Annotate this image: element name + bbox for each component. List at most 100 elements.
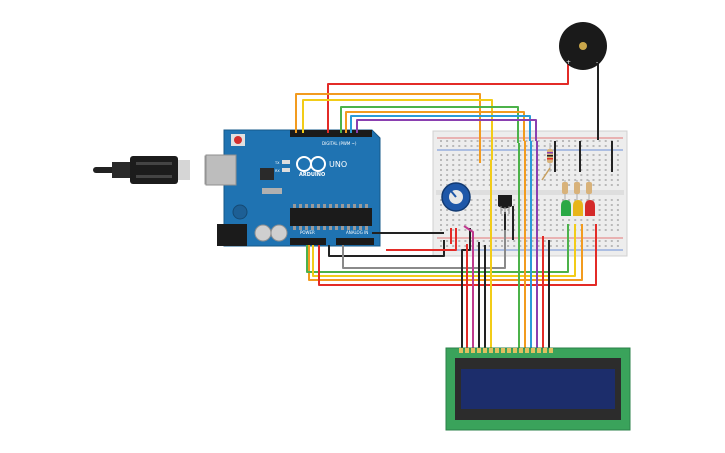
breadboard-hole (592, 219, 595, 221)
breadboard-hole (519, 164, 522, 166)
breadboard-hole (543, 145, 546, 147)
breadboard-hole (580, 154, 583, 156)
breadboard-hole (568, 145, 571, 147)
breadboard-hole (519, 224, 522, 226)
breadboard-hole (476, 219, 479, 221)
breadboard-hole (446, 140, 449, 142)
breadboard-hole (604, 219, 607, 221)
breadboard-hole (531, 224, 534, 226)
breadboard-hole (464, 214, 467, 216)
digital-header (290, 130, 372, 137)
breadboard-hole (446, 219, 449, 221)
breadboard-hole (537, 214, 540, 216)
breadboard-hole (592, 245, 595, 247)
breadboard-hole (543, 140, 546, 142)
breadboard-hole (513, 145, 516, 147)
breadboard-hole (501, 154, 503, 156)
breadboard-hole (537, 209, 540, 211)
breadboard-hole (494, 224, 497, 226)
wire-purple-top (356, 119, 537, 141)
breadboard-hole (562, 219, 564, 221)
breadboard-hole (501, 169, 503, 171)
breadboard-hole (549, 219, 552, 221)
breadboard-hole (598, 145, 601, 147)
breadboard-hole (549, 164, 552, 166)
potentiometer-icon (441, 182, 471, 212)
breadboard-hole (616, 154, 619, 156)
breadboard-hole (592, 240, 595, 242)
breadboard-hole (549, 204, 552, 206)
lcd-16x2-icon (445, 347, 631, 431)
breadboard-hole (507, 140, 510, 142)
breadboard-hole (562, 145, 564, 147)
breadboard-hole (476, 240, 479, 242)
lcd-pin (501, 348, 505, 353)
breadboard-hole (598, 184, 601, 186)
lcd-pin (459, 348, 463, 353)
breadboard-hole (568, 159, 571, 161)
breadboard-hole (537, 229, 540, 231)
breadboard-hole (470, 214, 473, 216)
breadboard-hole (513, 140, 516, 142)
breadboard-hole (482, 209, 485, 211)
breadboard-hole (482, 179, 485, 181)
breadboard-hole (488, 240, 491, 242)
breadboard-hole (604, 224, 607, 226)
breadboard-hole (464, 179, 467, 181)
breadboard-hole (616, 184, 619, 186)
breadboard-hole (562, 140, 564, 142)
lcd-pin (483, 348, 487, 353)
breadboard-hole (507, 154, 510, 156)
breadboard-hole (464, 174, 467, 176)
breadboard-hole (531, 174, 534, 176)
breadboard-hole (549, 214, 552, 216)
breadboard-hole (494, 199, 497, 201)
breadboard-hole (525, 240, 528, 242)
breadboard-hole (592, 179, 595, 181)
breadboard-hole (555, 214, 558, 216)
breadboard-hole (440, 159, 442, 161)
breadboard-hole (446, 214, 449, 216)
breadboard-hole (555, 179, 558, 181)
breadboard-hole (440, 140, 442, 142)
breadboard-hole (555, 174, 558, 176)
breadboard-hole (513, 184, 516, 186)
lcd-pins (459, 348, 553, 353)
breadboard-hole (476, 169, 479, 171)
breadboard-hole (488, 204, 491, 206)
breadboard-hole (604, 154, 607, 156)
breadboard-hole (482, 240, 485, 242)
breadboard-hole (494, 164, 497, 166)
breadboard-hole (507, 229, 510, 231)
breadboard-hole (525, 159, 528, 161)
breadboard-hole (574, 164, 577, 166)
breadboard-hole (519, 214, 522, 216)
breadboard-hole (458, 164, 461, 166)
breadboard-hole (580, 164, 583, 166)
breadboard-hole (482, 204, 485, 206)
breadboard-hole (470, 154, 473, 156)
breadboard-hole (616, 140, 619, 142)
breadboard-hole (574, 145, 577, 147)
breadboard-hole (586, 219, 589, 221)
breadboard-hole (537, 179, 540, 181)
breadboard-hole (562, 229, 564, 231)
wire-yellow-bottom (312, 224, 576, 277)
breadboard-hole (440, 229, 442, 231)
breadboard-hole (476, 154, 479, 156)
breadboard-hole (519, 199, 522, 201)
breadboard-hole (470, 240, 473, 242)
breadboard-hole (610, 219, 613, 221)
breadboard-hole (507, 240, 510, 242)
breadboard-hole (464, 245, 467, 247)
breadboard-hole (616, 224, 619, 226)
breadboard-hole (531, 204, 534, 206)
breadboard-hole (537, 169, 540, 171)
breadboard-hole (440, 169, 442, 171)
wire-red-buzzer (327, 64, 569, 133)
breadboard-hole (580, 145, 583, 147)
breadboard-hole (592, 145, 595, 147)
breadboard-hole (562, 164, 564, 166)
breadboard-hole (446, 179, 449, 181)
